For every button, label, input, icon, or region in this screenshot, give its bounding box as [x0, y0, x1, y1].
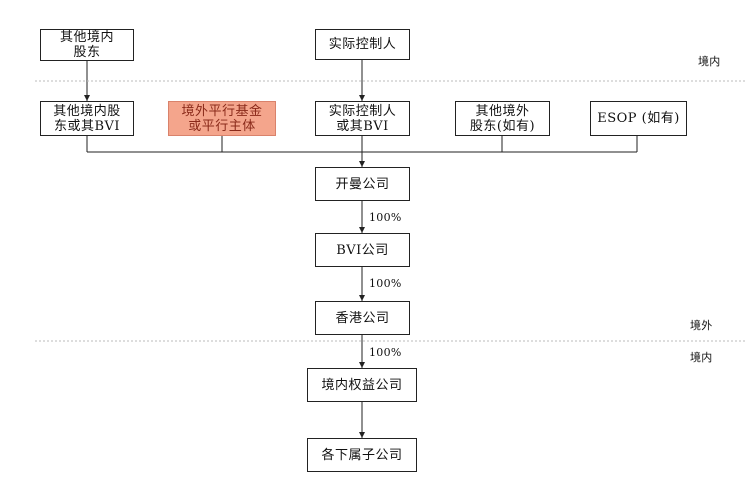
- overseas-parallel-fund-box: 境外平行基金 或平行主体: [168, 101, 276, 136]
- domestic-equity-company-box: 境内权益公司: [307, 368, 417, 402]
- ownership-label-bvi-hk: 100%: [369, 277, 402, 290]
- zone-label-domestic-upper: 境内: [698, 55, 721, 68]
- other-domestic-bvi-box: 其他境内股 东或其BVI: [40, 101, 134, 136]
- other-domestic-shareholders-box: 其他境内 股东: [40, 29, 134, 61]
- esop-box: ESOP (如有): [590, 101, 687, 136]
- other-overseas-shareholders-box: 其他境外 股东(如有): [455, 101, 550, 136]
- bvi-company-box: BVI公司: [315, 233, 410, 267]
- ownership-label-cayman-bvi: 100%: [369, 211, 402, 224]
- subsidiaries-box: 各下属子公司: [307, 438, 417, 472]
- actual-controller-bvi-box: 实际控制人 或其BVI: [315, 101, 410, 136]
- zone-label-domestic-lower: 境内: [690, 351, 713, 364]
- zone-label-overseas: 境外: [690, 319, 713, 332]
- cayman-company-box: 开曼公司: [315, 167, 410, 201]
- ownership-label-hk-domestic: 100%: [369, 346, 402, 359]
- actual-controller-box: 实际控制人: [315, 29, 410, 60]
- hk-company-box: 香港公司: [315, 301, 410, 335]
